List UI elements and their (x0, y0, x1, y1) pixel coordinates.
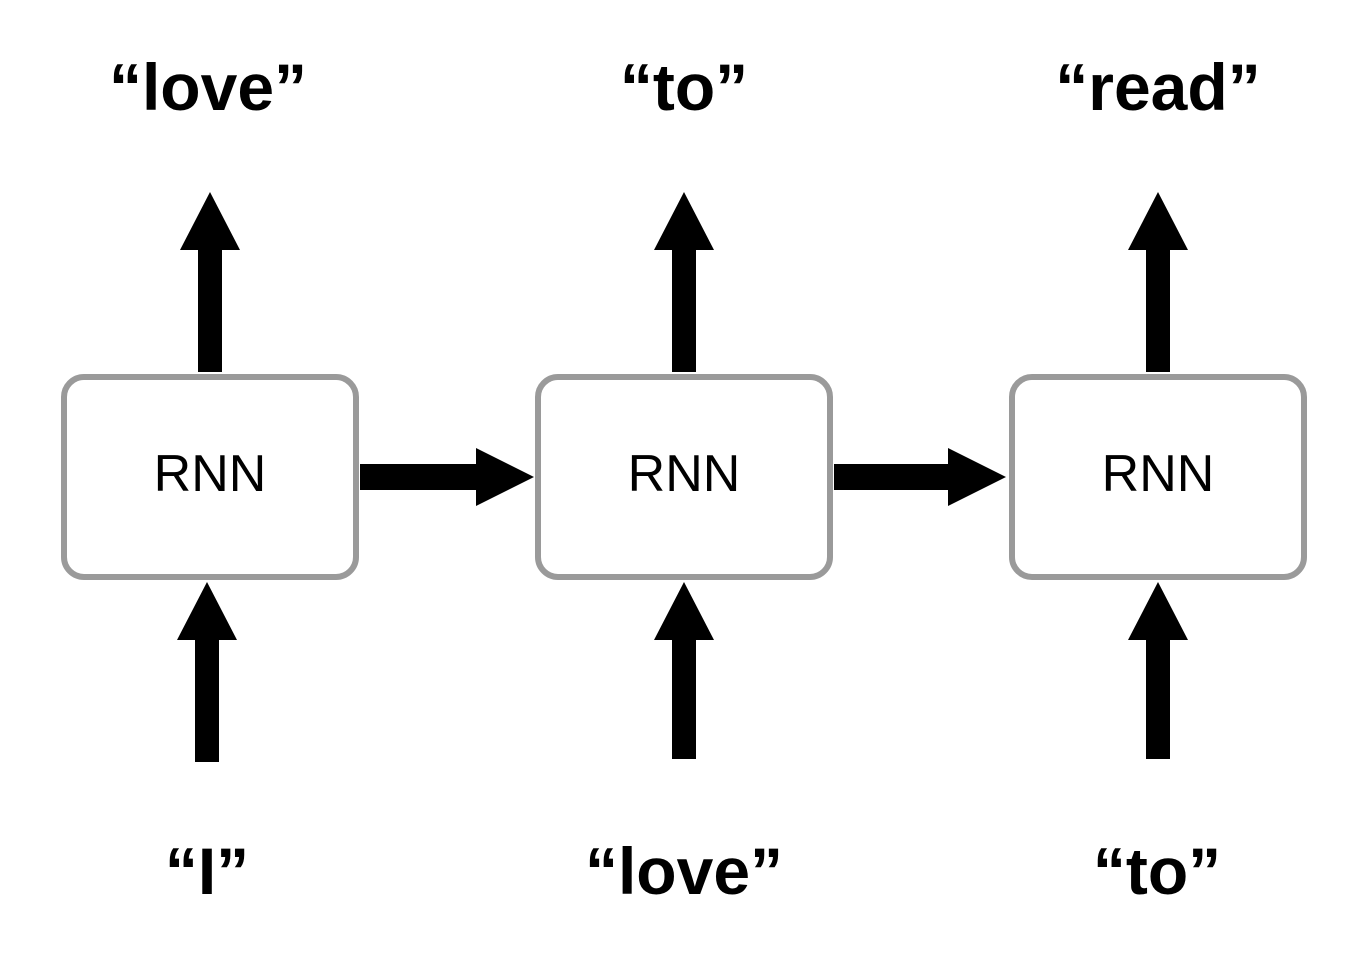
input-arrow-3 (1128, 582, 1188, 759)
input-word-1: “I” (164, 834, 250, 908)
rnn-box-1 (61, 374, 359, 580)
output-word-2: “to” (619, 50, 749, 124)
rnn-box-label-3: RNN (1102, 445, 1215, 503)
rnn-cell-2: RNN (535, 192, 833, 759)
recurrent-arrow-1-2 (360, 448, 534, 506)
rnn-box-3 (1009, 374, 1307, 580)
rnn-cell-1: RNN (61, 192, 359, 762)
output-arrow-1 (180, 192, 240, 372)
rnn-box-label-1: RNN (154, 445, 267, 503)
input-arrow-1 (177, 582, 237, 762)
output-arrow-2 (654, 192, 714, 372)
output-arrow-3 (1128, 192, 1188, 372)
input-word-3: “to” (1092, 834, 1222, 908)
rnn-box-label-2: RNN (628, 445, 741, 503)
output-word-1: “love” (108, 50, 308, 124)
input-word-2: “love” (584, 834, 784, 908)
recurrent-arrow-2-3 (834, 448, 1006, 506)
output-word-3: “read” (1055, 50, 1261, 124)
input-arrow-2 (654, 582, 714, 759)
rnn-box-2 (535, 374, 833, 580)
rnn-cell-3: RNN (1009, 192, 1307, 759)
